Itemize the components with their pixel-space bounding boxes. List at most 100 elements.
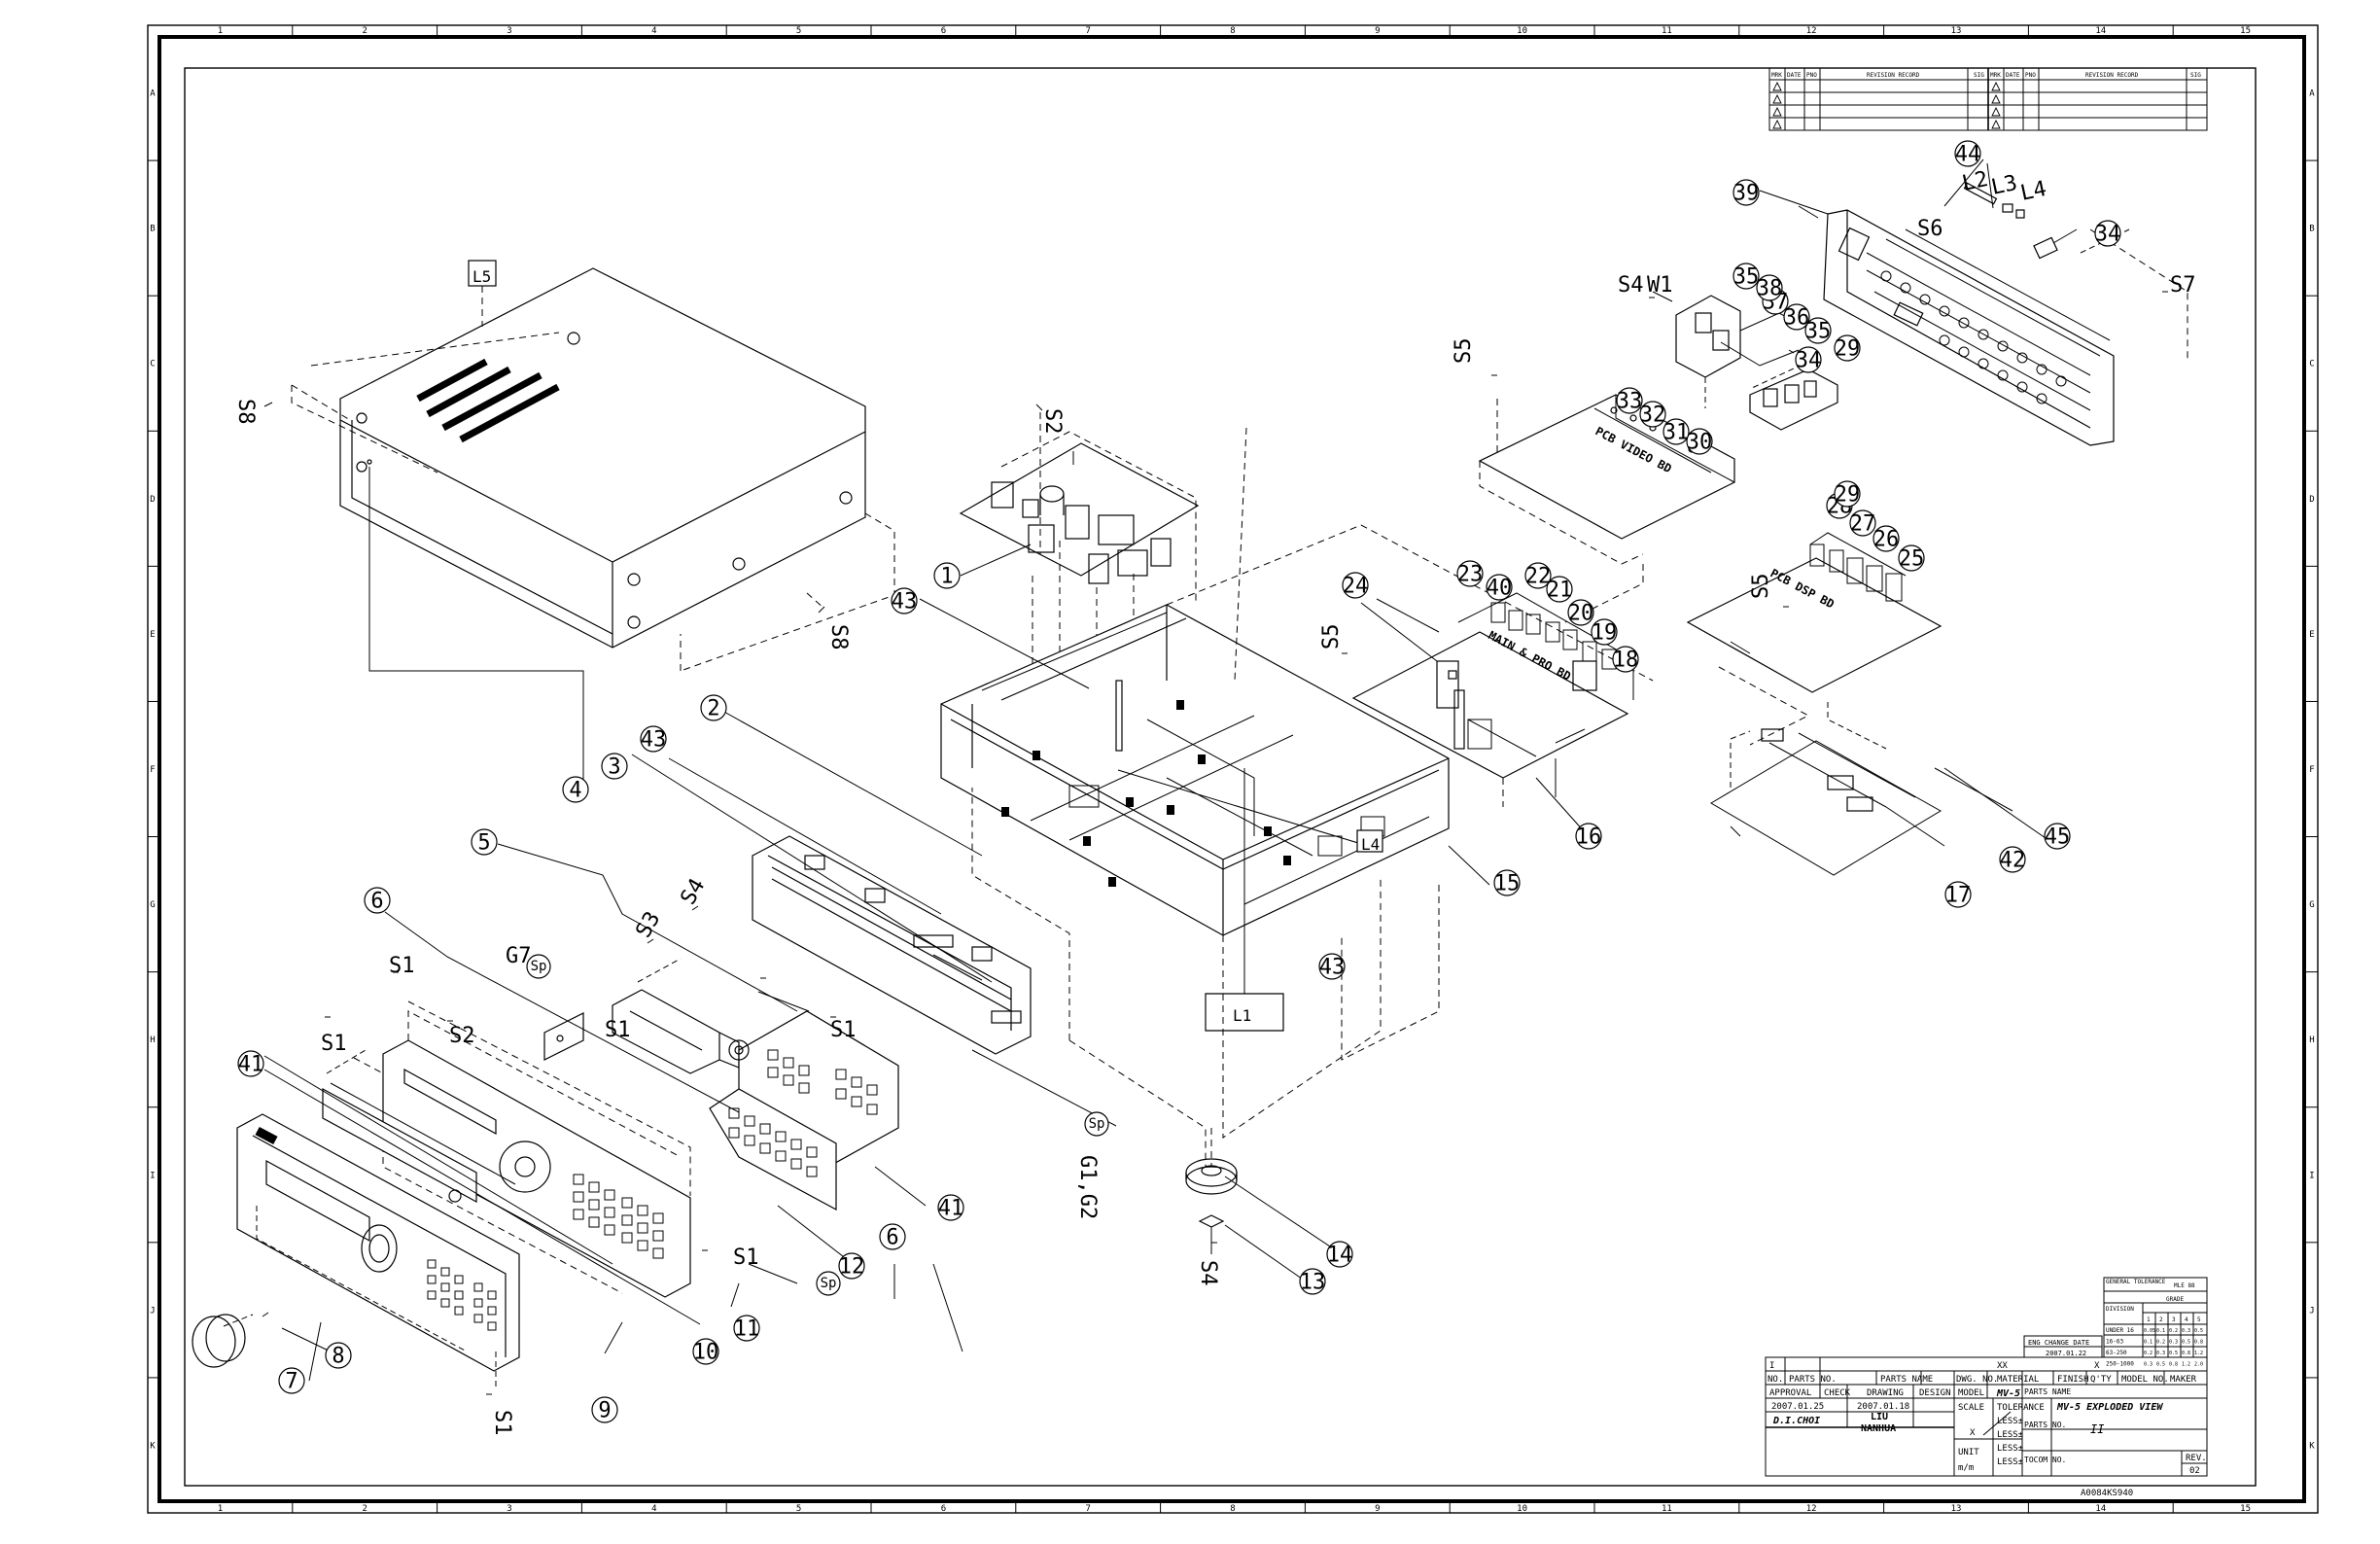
zone-row-label: D (2309, 495, 2314, 505)
callout-number: 1 (940, 565, 953, 589)
ref-s5: S5 (1319, 624, 1344, 650)
tolerance-value: 0.5 (2194, 1328, 2203, 1334)
tb-tolerance-label: TOLERANCE (1997, 1403, 2045, 1413)
zone-row-label: C (2309, 360, 2314, 369)
callout-number: 29 (1835, 483, 1861, 508)
callout-circle (2094, 220, 2121, 247)
ref-s1: S1 (321, 1032, 347, 1056)
tb-header: MODEL NO. (2121, 1375, 2169, 1385)
callout-circle (601, 753, 628, 780)
tolerance-value: 0.3 (2156, 1351, 2165, 1356)
zone-row-label: H (2309, 1035, 2314, 1045)
callout-circle (1591, 618, 1618, 646)
ref-s1: S1 (389, 954, 415, 978)
zone-row-label: E (150, 630, 155, 640)
callout-number: 45 (2045, 825, 2071, 850)
rev-header: PNO (2025, 72, 2036, 79)
tb-parts-name-label: PARTS NAME (2024, 1387, 2071, 1396)
tb-row-i: I (1769, 1361, 1774, 1371)
callout-circle (1783, 303, 1810, 331)
callout-circle (1898, 544, 1925, 572)
ref-s4: S4 (677, 875, 711, 909)
tolerance-grade-number: 4 (2185, 1316, 2188, 1323)
callout-number: 39 (1733, 182, 1760, 206)
rev-header: REVISION RECORD (2085, 72, 2139, 79)
tolerance-grade: GRADE (2166, 1296, 2184, 1303)
tb-col-x-top: X (2094, 1361, 2100, 1371)
callout-circle (1834, 334, 1861, 362)
callout-circle (1326, 1241, 1353, 1268)
front-panel (236, 1082, 520, 1390)
eng-change-label: ENG CHANGE DATE (2028, 1339, 2089, 1347)
display-module (543, 958, 740, 1074)
tb-drawing-date: 2007.01.18 (1857, 1402, 1909, 1412)
callout-circle (1872, 525, 1900, 552)
ref-s2: S2 (1040, 408, 1065, 435)
tolerance-grade-number: 5 (2197, 1316, 2201, 1323)
zone-column-label: 5 (796, 26, 801, 36)
callout-number: 41 (238, 1053, 264, 1077)
callout-circle (1944, 881, 1972, 908)
tolerance-range: 16-63 (2106, 1339, 2123, 1346)
callout-number: 5 (477, 831, 490, 856)
title-block: I XX X X NO. PARTS NO. PARTS NAME DWG. N… (1765, 1356, 2208, 1498)
eng-change-date: 2007.01.22 (2046, 1350, 2086, 1357)
callout-number: 3 (608, 755, 620, 780)
ref-s1: S1 (830, 1018, 857, 1042)
callout-number: 4 (569, 779, 581, 803)
ref-s8: S8 (233, 399, 258, 425)
zone-column-label: 13 (1951, 26, 1962, 36)
callout-circle (640, 725, 667, 753)
tb-scale-label: SCALE (1958, 1403, 1984, 1413)
callout-number: 31 (1663, 421, 1690, 445)
callout-circle (692, 1338, 719, 1365)
tolerance-range: 63-250 (2106, 1350, 2127, 1356)
tb-parts-no-label: PARTS NO. (2024, 1421, 2066, 1429)
tb-less: LESS± (1997, 1417, 2024, 1426)
callout-number: 23 (1457, 563, 1484, 587)
callout-circle (1616, 387, 1643, 414)
tb-design: DESIGN (1919, 1388, 1951, 1398)
callout-circle (1299, 1268, 1326, 1295)
zone-column-label: 4 (651, 1504, 656, 1514)
callout-circle (1795, 346, 1822, 373)
callout-circle (1849, 509, 1876, 537)
tb-unit-value: m/m (1958, 1463, 1974, 1473)
callout-circle (1686, 428, 1713, 455)
tb-approver: D.I.CHOI (1772, 1416, 1820, 1426)
callout-circle (1546, 576, 1573, 603)
zone-labels: 1122334455667788991010111112121313141415… (150, 26, 2315, 1514)
eng-change-box: ENG CHANGE DATE 2007.01.22 (2023, 1335, 2103, 1358)
tolerance-value: 0.3 (2144, 1362, 2152, 1368)
tb-unit-label: UNIT (1958, 1448, 1979, 1457)
tb-header: DWG. NO. (1956, 1375, 1998, 1385)
callout-circle (325, 1342, 352, 1369)
sp-balloons: Sp Sp Sp (526, 954, 1109, 1296)
tolerance-value: 0.5 (2169, 1351, 2178, 1356)
callout-number: 17 (1945, 884, 1972, 908)
callout-number: 24 (1343, 575, 1369, 599)
tolerance-range: UNDER 16 (2106, 1327, 2134, 1334)
back-panel (1798, 162, 2188, 446)
callout-number: 22 (1525, 565, 1552, 589)
callout-number: 25 (1899, 547, 1925, 572)
callout-number: 27 (1850, 512, 1876, 537)
tb-less: LESS± (1997, 1457, 2024, 1467)
zone-row-label: F (2309, 765, 2314, 775)
tolerance-value: 0.3 (2169, 1340, 2178, 1346)
zone-column-label: 8 (1230, 1504, 1235, 1514)
callout-circle (237, 1050, 264, 1077)
rev-header: SIG (2190, 72, 2201, 79)
callout-number: 18 (1613, 649, 1639, 673)
callout-circle (1639, 401, 1666, 428)
tb-rev-label: REV. (2186, 1454, 2207, 1463)
ref-s3: S3 (632, 908, 666, 942)
zone-column-label: 5 (796, 1504, 801, 1514)
rev-header: DATE (2006, 72, 2020, 79)
tb-check: CHECK (1824, 1388, 1851, 1398)
main-frame (158, 35, 2306, 1503)
zone-row-label: J (150, 1306, 155, 1316)
callout-number: 34 (1796, 349, 1822, 373)
